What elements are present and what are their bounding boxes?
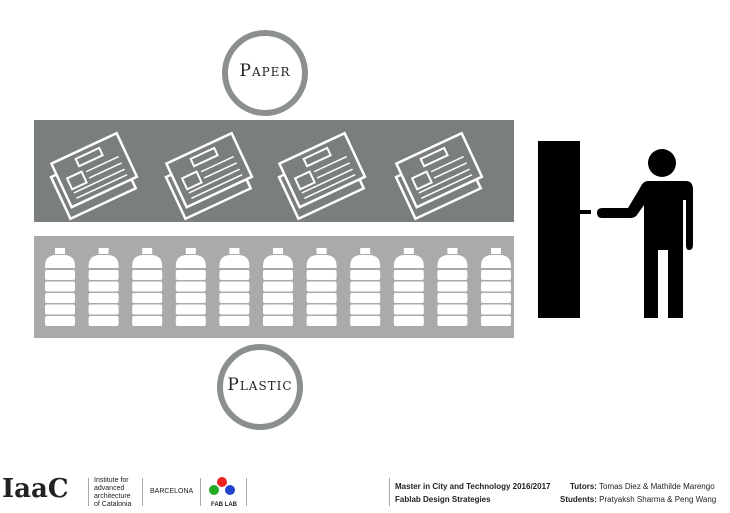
bottle-icon bbox=[219, 248, 250, 326]
institute-line: Institute for bbox=[94, 477, 129, 484]
institute-line: advanced bbox=[94, 485, 125, 492]
paper-label: Paper bbox=[239, 61, 291, 81]
newspaper-icon bbox=[164, 131, 254, 221]
newspaper-icon bbox=[394, 131, 484, 221]
person-icon bbox=[597, 149, 693, 318]
module-title: Fablab Design Strategies bbox=[395, 495, 491, 504]
city-label: BARCELONA bbox=[150, 488, 194, 495]
bottle-icon bbox=[306, 248, 337, 326]
bottle-icon bbox=[263, 248, 293, 326]
institute-line: of Catalonia bbox=[94, 501, 132, 508]
bottle-icon bbox=[437, 248, 468, 326]
students-names: Pratyaksh Sharma & Peng Wang bbox=[599, 495, 717, 504]
iaac-logo: IaaC bbox=[2, 474, 69, 504]
bottle-icon bbox=[393, 248, 424, 326]
tutors-label: Tutors: bbox=[570, 482, 597, 491]
bottle-icon bbox=[132, 248, 163, 326]
newspaper-icon bbox=[277, 131, 367, 221]
students: Students: Pratyaksh Sharma & Peng Wang bbox=[560, 495, 716, 504]
institute-line: architecture bbox=[94, 493, 131, 500]
bottle-icon bbox=[350, 248, 381, 326]
fablab-logo bbox=[209, 477, 235, 495]
tutors-names: Tomas Diez & Mathilde Marengo bbox=[599, 482, 715, 491]
students-label: Students: bbox=[560, 495, 597, 504]
plastic-circle bbox=[217, 344, 303, 430]
course-title: Master in City and Technology 2016/2017 bbox=[395, 482, 551, 491]
bottle-icon bbox=[88, 248, 119, 326]
bottle-icon bbox=[175, 248, 206, 326]
fablab-label: FAB LAB bbox=[211, 502, 237, 508]
paper-circle bbox=[222, 30, 308, 116]
bottle-icon bbox=[481, 248, 511, 326]
tutors: Tutors: Tomas Diez & Mathilde Marengo bbox=[570, 482, 715, 491]
recycling-machine bbox=[538, 141, 591, 318]
plastic-label: Plastic bbox=[227, 375, 293, 395]
bottle-icon bbox=[45, 248, 75, 326]
institute-name: Institute for advanced architecture of C… bbox=[94, 477, 131, 509]
newspaper-icon bbox=[49, 131, 139, 221]
